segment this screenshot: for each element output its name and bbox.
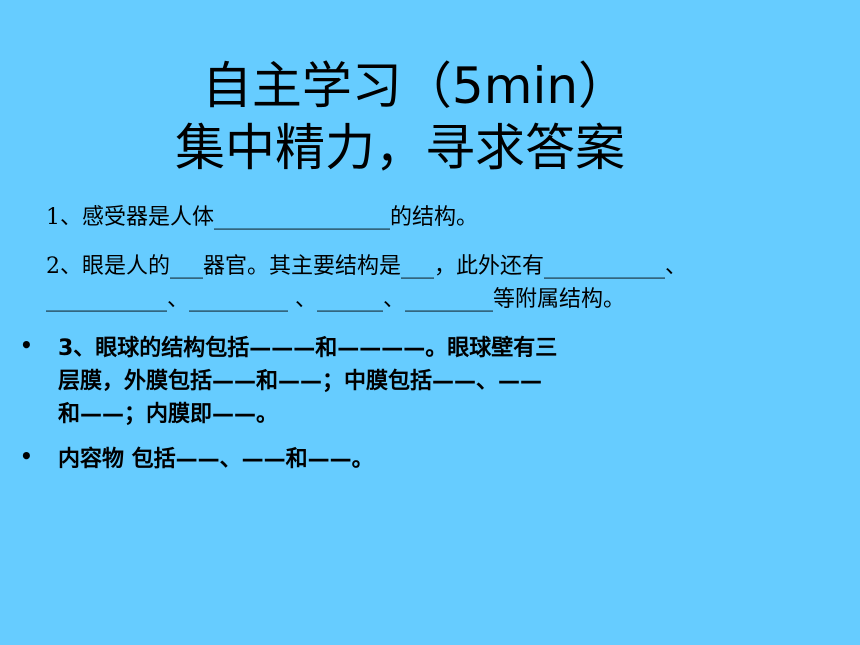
question-3-line-2: 层膜，外膜包括——和——；中膜包括——、—— [58, 369, 543, 394]
question-4: 内容物 包括——、——和——。 [58, 447, 374, 472]
bullet-point: • [20, 333, 33, 357]
question-3-line-1: 3、眼球的结构包括———和————。眼球壁有三 [58, 336, 558, 361]
bullet-point: • [20, 444, 33, 468]
question-3-line-3: 和——；内膜即——。 [58, 402, 279, 427]
question-2-line-1: 2、眼是人的___器官。其主要结构是___，此外还有___________、 [46, 254, 687, 279]
question-1: 1、感受器是人体________________的结构。 [46, 205, 478, 230]
question-2-line-2: ___________、_________ 、______、________等附… [46, 287, 625, 312]
slide-title-line-1: 自主学习（5min） [201, 57, 629, 115]
slide-title-line-2: 集中精力，寻求答案 [175, 119, 625, 177]
